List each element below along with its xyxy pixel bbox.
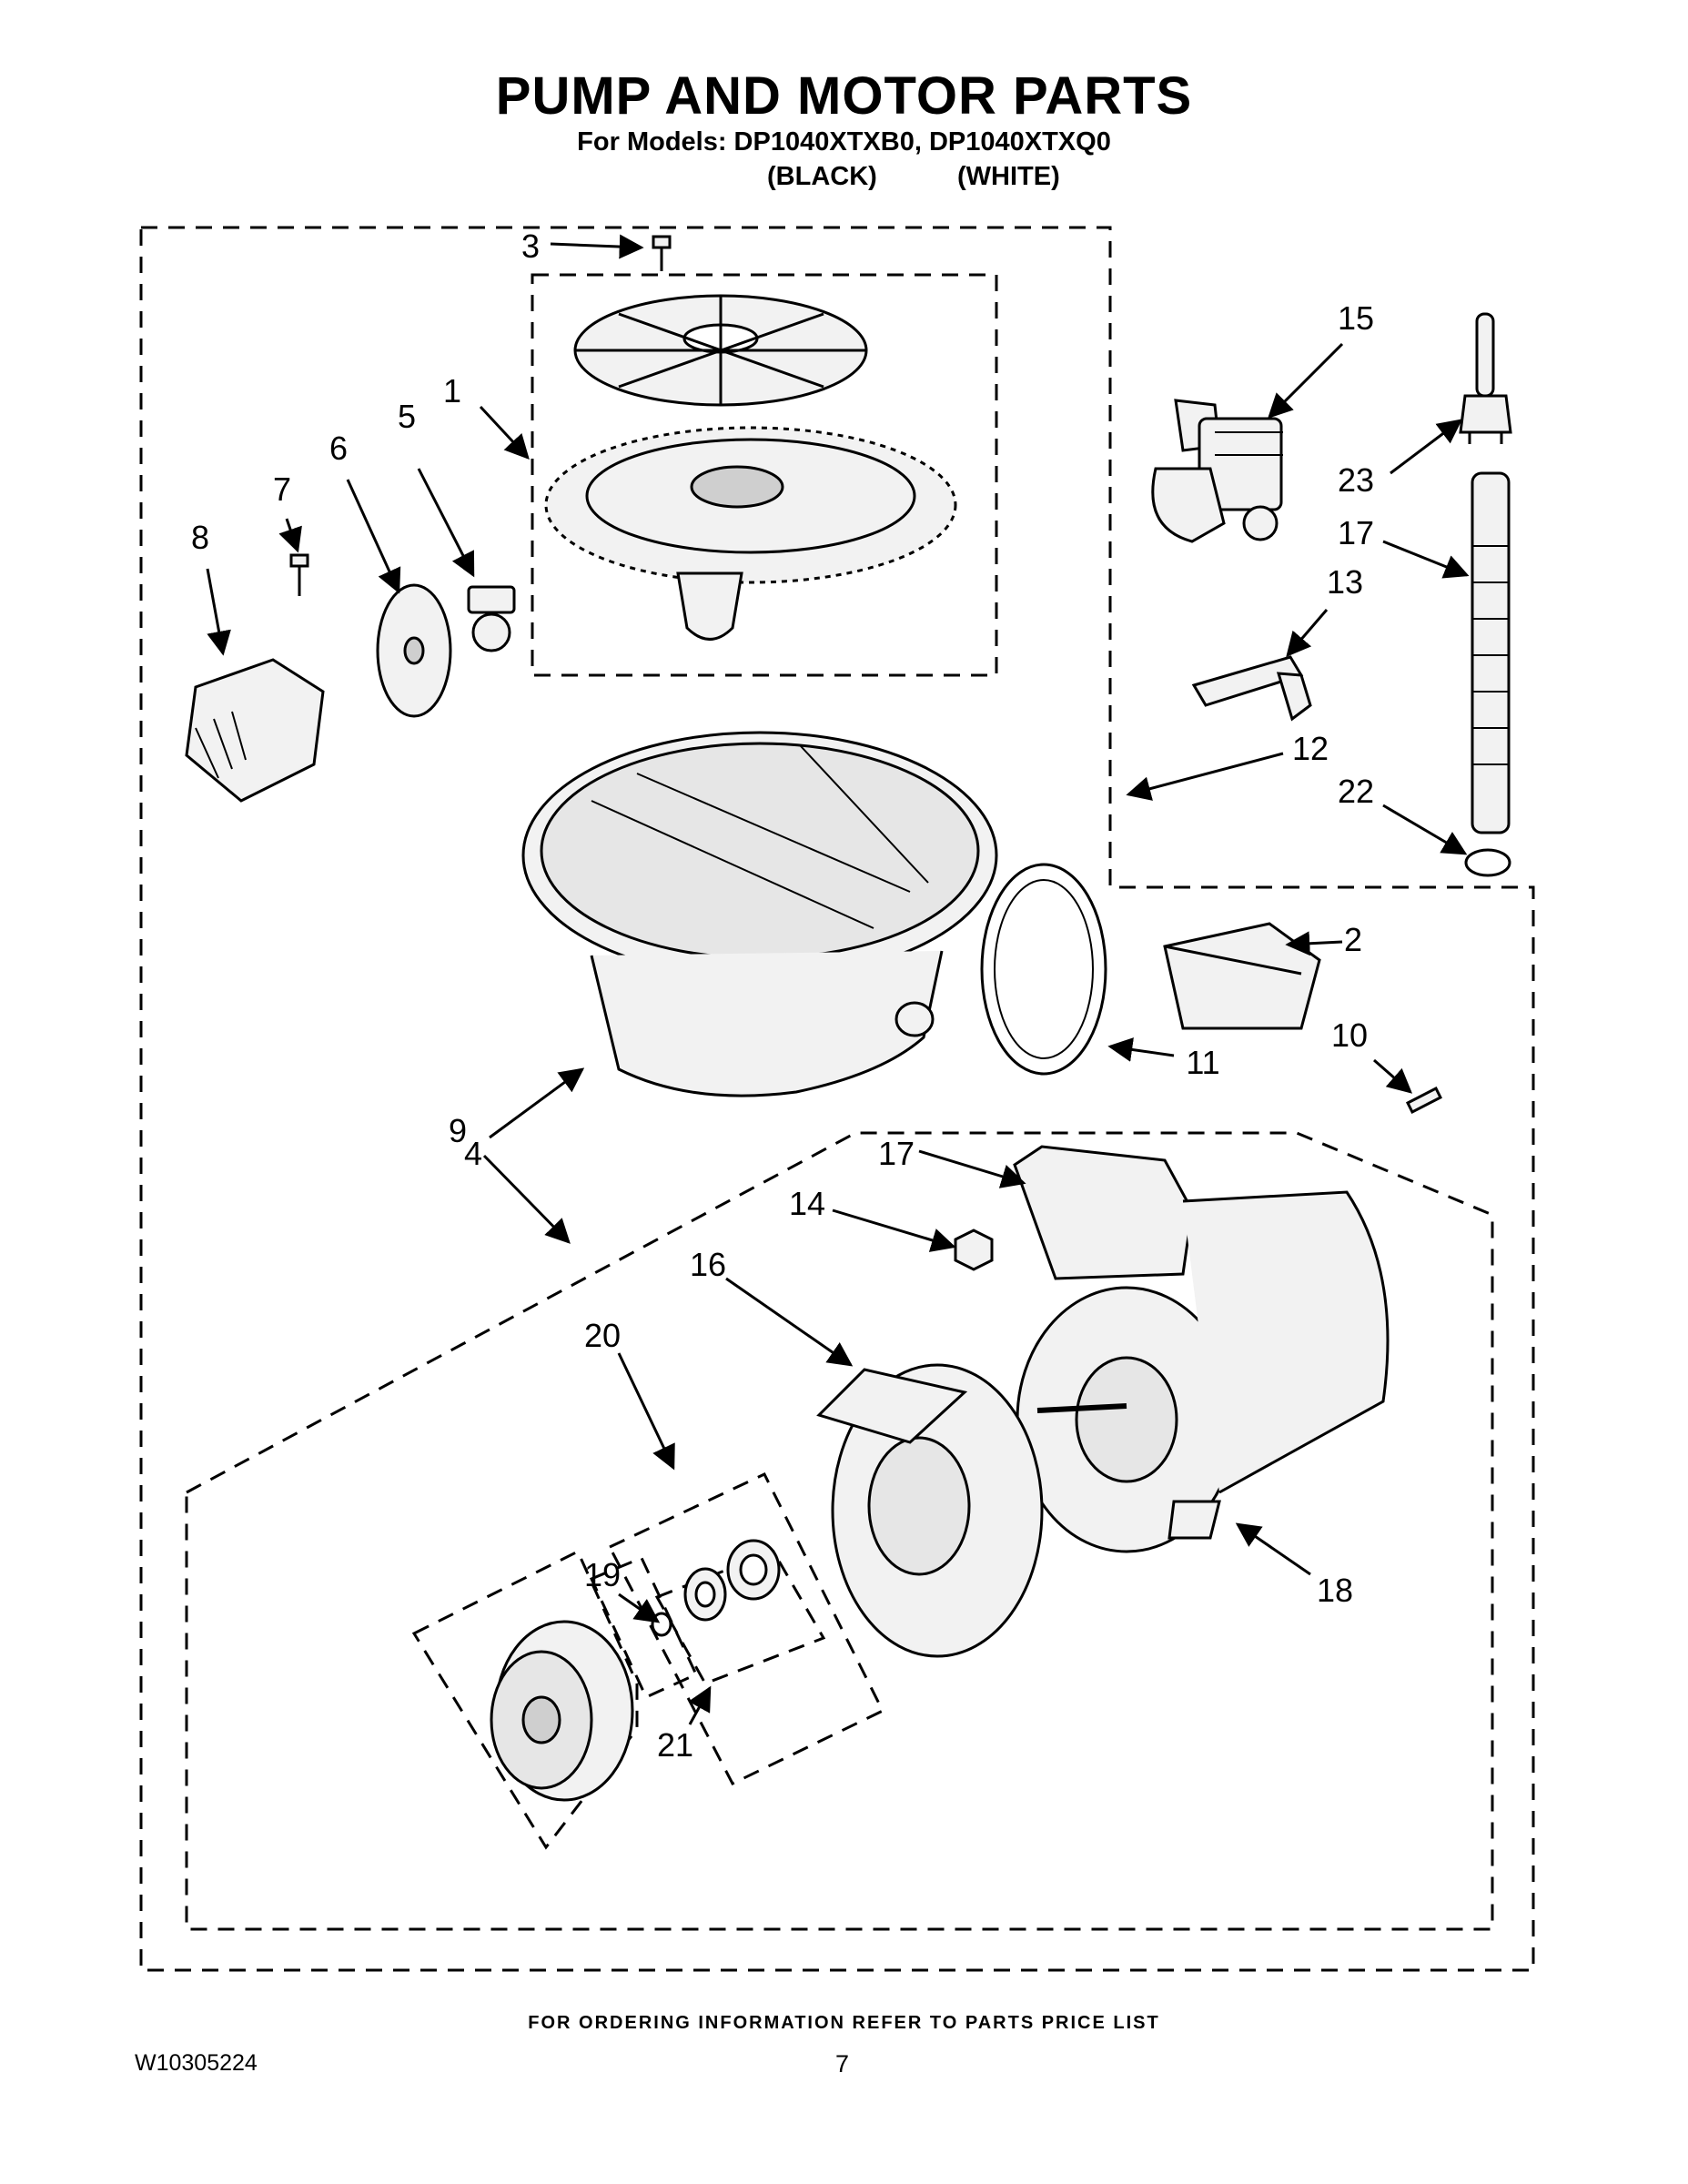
leader-17-lower <box>918 1149 1026 1188</box>
page-number: 7 <box>835 2050 850 2078</box>
color-black-label: (BLACK) <box>767 162 877 191</box>
callout-labels: 1 2 3 4 5 6 7 8 9 10 11 12 13 14 15 16 1… <box>191 228 1374 1764</box>
part-seal-21 <box>683 1539 781 1622</box>
leader-3 <box>550 234 644 259</box>
leader-16 <box>725 1277 854 1367</box>
part-impeller <box>490 1620 634 1802</box>
callout-16: 16 <box>690 1246 726 1283</box>
leader-9 <box>482 1154 571 1244</box>
part-cover <box>1163 922 1321 1030</box>
part-sump-filter <box>544 426 957 641</box>
document-number: W10305224 <box>135 2050 258 2076</box>
leader-21 <box>688 1685 712 1725</box>
callout-7: 7 <box>273 470 291 508</box>
impeller-boundary <box>411 1549 639 1850</box>
leader-6 <box>346 479 401 594</box>
callout-19: 19 <box>584 1556 621 1593</box>
callout-20: 20 <box>584 1317 621 1354</box>
callout-17-lower: 17 <box>878 1135 915 1172</box>
part-gasket <box>980 863 1107 1076</box>
callout-9: 9 <box>449 1112 467 1149</box>
models-subtitle: For Models: DP1040XTXB0, DP1040XTXQ0 <box>577 127 1111 157</box>
part-clamp <box>1464 848 1511 877</box>
color-white-label: (WHITE) <box>957 162 1060 191</box>
callout-13: 13 <box>1327 563 1363 601</box>
callout-5: 5 <box>398 398 416 435</box>
callout-22: 22 <box>1338 773 1374 810</box>
callout-15: 15 <box>1338 299 1374 337</box>
outer-boundary <box>139 226 1535 1972</box>
callout-10: 10 <box>1331 1016 1368 1054</box>
page-title: PUMP AND MOTOR PARTS <box>495 66 1193 126</box>
callout-18: 18 <box>1317 1572 1353 1609</box>
callout-4: 4 <box>464 1135 482 1172</box>
callout-8: 8 <box>191 519 209 556</box>
callout-21: 21 <box>657 1726 693 1764</box>
leader-10 <box>1373 1058 1413 1094</box>
leader-5 <box>417 468 475 578</box>
callout-1: 1 <box>443 372 461 410</box>
part-washer-19 <box>651 1612 672 1637</box>
leader-12 <box>1126 752 1284 801</box>
leader-11 <box>1107 1037 1175 1062</box>
leader-4 <box>489 1067 585 1139</box>
leader-lines <box>206 234 1470 1725</box>
part-screw-3 <box>652 235 672 271</box>
leader-8 <box>206 568 231 656</box>
washer-boundary <box>589 1556 699 1699</box>
leader-20 <box>617 1352 675 1471</box>
leader-19 <box>618 1592 661 1623</box>
part-filter-cover <box>573 294 868 407</box>
ordering-note: FOR ORDERING INFORMATION REFER TO PARTS … <box>528 2013 1160 2033</box>
callout-12: 12 <box>1292 730 1329 767</box>
callout-2: 2 <box>1344 921 1362 958</box>
part-pump-housing <box>816 1363 1044 1658</box>
leader-17-upper <box>1382 540 1470 579</box>
part-chopper-blade <box>376 583 452 718</box>
callout-6: 6 <box>329 430 348 467</box>
leader-14 <box>832 1208 956 1252</box>
part-nut <box>954 1228 994 1271</box>
part-thermistor <box>1459 312 1512 444</box>
part-bracket <box>1191 655 1312 722</box>
sump-cover-boundary <box>531 273 998 677</box>
leader-1 <box>479 405 530 460</box>
callout-17-upper: 17 <box>1338 514 1374 551</box>
leader-7 <box>278 518 302 553</box>
part-diverter-motor <box>185 658 325 803</box>
leader-2 <box>1285 931 1343 956</box>
leader-18 <box>1235 1522 1311 1576</box>
part-circulation-pump <box>1151 399 1283 543</box>
part-screw-7 <box>289 553 309 596</box>
leader-15 <box>1268 342 1344 419</box>
part-screw-10 <box>1405 1086 1443 1115</box>
callout-11: 11 <box>1186 1044 1219 1081</box>
part-seal-5 <box>467 585 516 652</box>
leader-23 <box>1390 419 1463 475</box>
part-hose <box>1471 471 1511 834</box>
leader-22 <box>1382 804 1468 855</box>
leader-13 <box>1286 609 1329 658</box>
callout-3: 3 <box>521 228 540 265</box>
callout-23: 23 <box>1338 461 1374 499</box>
part-sump-housing <box>521 731 998 1097</box>
part-motor <box>1013 1145 1390 1553</box>
callout-14: 14 <box>789 1185 825 1222</box>
